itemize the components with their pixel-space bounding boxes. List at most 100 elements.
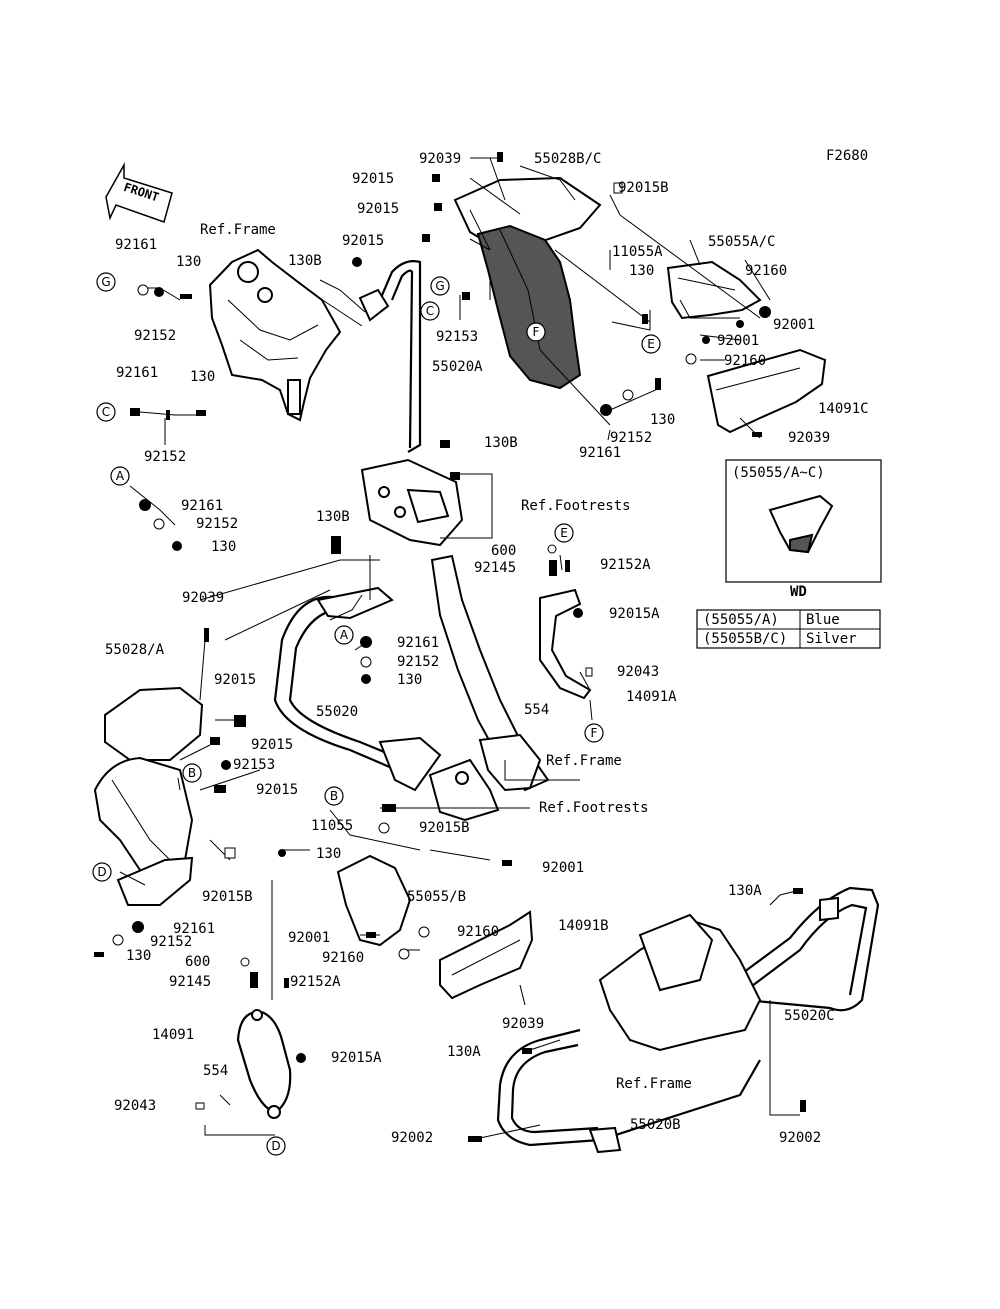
pn-55020c: 55020C	[784, 1008, 835, 1024]
upper-shield-drawing	[453, 176, 602, 390]
svg-text:F: F	[533, 325, 540, 339]
pn-92001-a: 92001	[773, 317, 815, 333]
color-row-2-part: (55055B/C)	[703, 631, 787, 647]
pn-92001-d: 92001	[288, 930, 330, 946]
pn-92015-f: 92015	[256, 782, 298, 798]
callout-a-left: A	[110, 466, 130, 486]
pn-130-a: 130	[211, 539, 236, 555]
svg-text:A: A	[340, 628, 349, 642]
pn-92152-g: 92152	[134, 328, 176, 344]
guard-tube-55020bc-drawing	[496, 886, 880, 1154]
pn-92153-b: 92153	[233, 757, 275, 773]
pn-55055b: 55055/B	[407, 889, 466, 905]
svg-text:G: G	[101, 275, 110, 289]
callout-g-top: G	[430, 276, 450, 296]
ref-footrests-top: Ref.Footrests	[521, 498, 631, 514]
pn-92152-c: 92152	[144, 449, 186, 465]
pn-92161-d: 92161	[173, 921, 215, 937]
footrest-bracket-top-drawing	[360, 458, 464, 547]
bracket-14091a-drawing	[539, 588, 592, 700]
figure-code: F2680	[826, 148, 868, 164]
pn-92039-low: 92039	[502, 1016, 544, 1032]
pn-92001-c: 92001	[542, 860, 584, 876]
callout-b-left: B	[182, 763, 202, 783]
part-number-labels: 92039 55028B/C 92015 92015B 92015 92015 …	[105, 151, 869, 1146]
svg-text:B: B	[330, 789, 338, 803]
pn-130-r: 130	[629, 263, 654, 279]
side-cover-55055b-drawing	[336, 854, 412, 947]
pn-554-top: 554	[524, 702, 549, 718]
pn-92039-r: 92039	[788, 430, 830, 446]
svg-text:E: E	[560, 526, 568, 540]
stay-14091-drawing	[236, 1009, 292, 1119]
callout-b-mid: B	[324, 786, 344, 806]
pn-130-m: 130	[397, 672, 422, 688]
pn-92015-b: 92015	[357, 201, 399, 217]
pn-554-low: 554	[203, 1063, 228, 1079]
ref-frame-low: Ref.Frame	[616, 1076, 692, 1092]
pn-92152-a: 92152	[196, 516, 238, 532]
pn-14091: 14091	[152, 1027, 194, 1043]
callout-c-top: C	[420, 301, 440, 321]
pn-130a-low: 130A	[447, 1044, 481, 1060]
inset-box: (55055/A~C) WD	[725, 459, 882, 600]
pn-92152-d: 92152	[150, 934, 192, 950]
callout-c-left: C	[96, 402, 116, 422]
color-table: (55055/A) Blue (55055B/C) Silver	[696, 609, 881, 649]
left-shield-55028a-drawing	[93, 686, 204, 906]
guard-tube-55020a-drawing	[358, 260, 422, 453]
pn-92039-left: 92039	[182, 590, 224, 606]
callout-f-top: F	[526, 322, 546, 342]
pn-92152-r: 92152	[610, 430, 652, 446]
hardware-markers	[94, 152, 806, 1142]
pn-55020a: 55020A	[432, 359, 483, 375]
pn-92161-c: 92161	[116, 365, 158, 381]
pn-130-n: 130	[316, 846, 341, 862]
pn-92043-low: 92043	[114, 1098, 156, 1114]
pn-92161-a: 92161	[181, 498, 223, 514]
ref-footrests-mid: Ref.Footrests	[539, 800, 649, 816]
svg-text:A: A	[116, 469, 125, 483]
color-row-2-color: Silver	[806, 631, 857, 647]
pn-92145-low: 92145	[169, 974, 211, 990]
ref-frame-mid: Ref.Frame	[546, 753, 622, 769]
pn-92152a-low: 92152A	[290, 974, 341, 990]
callout-d-left: D	[92, 862, 112, 882]
pn-92161-m: 92161	[397, 635, 439, 651]
pn-600-top: 600	[491, 543, 516, 559]
pn-130-r2: 130	[650, 412, 675, 428]
svg-text:D: D	[271, 1139, 280, 1153]
pn-92152a-top: 92152A	[600, 557, 651, 573]
pn-92153-top: 92153	[436, 329, 478, 345]
callout-e-top: E	[641, 334, 661, 354]
lower-cover-14091b-drawing	[439, 910, 534, 1000]
pn-92015-a: 92015	[352, 171, 394, 187]
pn-11055: 11055	[311, 818, 353, 834]
frame-head-drawing	[208, 248, 342, 422]
pn-600-low: 600	[185, 954, 210, 970]
pn-92015-e: 92015	[251, 737, 293, 753]
front-arrow-icon: FRONT	[105, 162, 173, 223]
pn-92015a-low: 92015A	[331, 1050, 382, 1066]
pn-92015-d: 92015	[214, 672, 256, 688]
pn-92001-b: 92001	[717, 333, 759, 349]
inset-title: (55055/A~C)	[732, 465, 825, 481]
guard-tube-55020-drawing	[273, 586, 442, 792]
svg-text:F: F	[591, 726, 598, 740]
callout-e-mid: E	[554, 523, 574, 543]
inset-caption: WD	[790, 584, 807, 600]
ref-frame-top: Ref.Frame	[200, 222, 276, 238]
callout-a-mid: A	[334, 625, 354, 645]
pn-130-d: 130	[126, 948, 151, 964]
svg-text:B: B	[188, 766, 196, 780]
pn-130-c: 130	[190, 369, 215, 385]
pn-55028a: 55028/A	[105, 642, 165, 658]
pn-92015b-mid: 92015B	[419, 820, 470, 836]
pn-55020: 55020	[316, 704, 358, 720]
callout-circles: G G C C E F A E A F B B D D	[92, 272, 661, 1156]
pn-92160-top: 92160	[745, 263, 787, 279]
pn-92043-top: 92043	[617, 664, 659, 680]
pn-92015b-low: 92015B	[202, 889, 253, 905]
svg-text:G: G	[435, 279, 444, 293]
